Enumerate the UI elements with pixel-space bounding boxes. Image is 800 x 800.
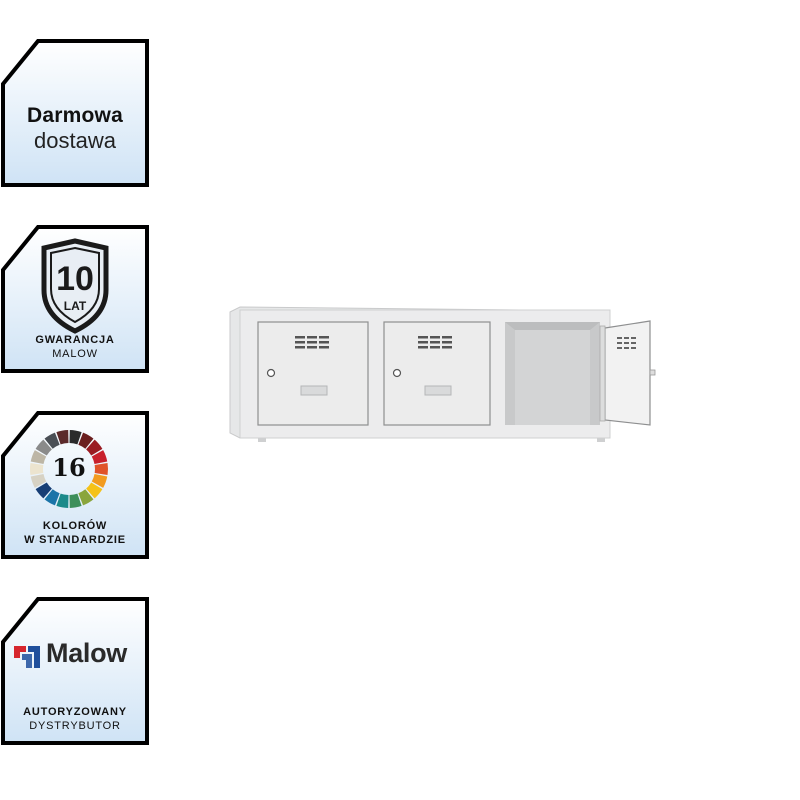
color-swatch bbox=[78, 489, 94, 506]
badge-title: Darmowa bbox=[27, 104, 123, 127]
authorized-distributor-badge: Malow AUTORYZOWANY DYSTRYBUTOR bbox=[0, 596, 150, 746]
warranty-unit: LAT bbox=[64, 299, 87, 313]
badge-title: AUTORYZOWANY bbox=[23, 706, 127, 718]
badge-frame bbox=[0, 39, 149, 187]
colors-badge: 16 KOLORÓW W STANDARDZIE bbox=[0, 410, 150, 560]
color-swatch bbox=[30, 474, 47, 488]
badge-subtitle: W STANDARDZIE bbox=[24, 534, 126, 546]
colors-count: 16 bbox=[52, 453, 85, 482]
shield-icon: 10 LAT bbox=[41, 238, 109, 334]
vent-slots bbox=[295, 336, 329, 349]
color-swatch bbox=[69, 430, 82, 445]
color-swatch bbox=[44, 432, 60, 449]
color-wheel-icon: 16 bbox=[30, 430, 108, 508]
color-swatch bbox=[94, 462, 108, 476]
free-delivery-badge: Darmowa dostawa bbox=[0, 38, 150, 188]
color-swatch bbox=[78, 432, 94, 449]
color-swatch bbox=[91, 450, 108, 464]
label-holder bbox=[300, 385, 328, 396]
color-swatch bbox=[44, 489, 60, 506]
three-compartment-locker-image bbox=[229, 306, 656, 442]
badge-subtitle: DYSTRYBUTOR bbox=[29, 720, 121, 732]
badge-subtitle: dostawa bbox=[34, 128, 116, 153]
color-swatch bbox=[56, 493, 69, 508]
badge-subtitle: MALOW bbox=[52, 348, 98, 360]
badge-frame bbox=[0, 597, 149, 745]
malow-logo-icon bbox=[14, 646, 40, 668]
color-swatch bbox=[30, 450, 47, 464]
brand-name: Malow bbox=[46, 638, 128, 668]
badge-title: KOLORÓW bbox=[42, 520, 108, 532]
color-swatch bbox=[56, 430, 69, 445]
color-swatch bbox=[91, 474, 108, 488]
color-swatch bbox=[35, 439, 52, 456]
color-swatch bbox=[35, 482, 52, 499]
badge-title: GWARANCJA bbox=[35, 334, 115, 346]
color-swatch bbox=[86, 482, 103, 499]
warranty-badge: 10 LAT GWARANCJA MALOW bbox=[0, 224, 150, 374]
warranty-number: 10 bbox=[56, 260, 94, 298]
color-swatch bbox=[69, 493, 82, 508]
color-swatch bbox=[86, 439, 103, 456]
lock-icon bbox=[266, 368, 276, 378]
color-swatch bbox=[30, 462, 44, 476]
